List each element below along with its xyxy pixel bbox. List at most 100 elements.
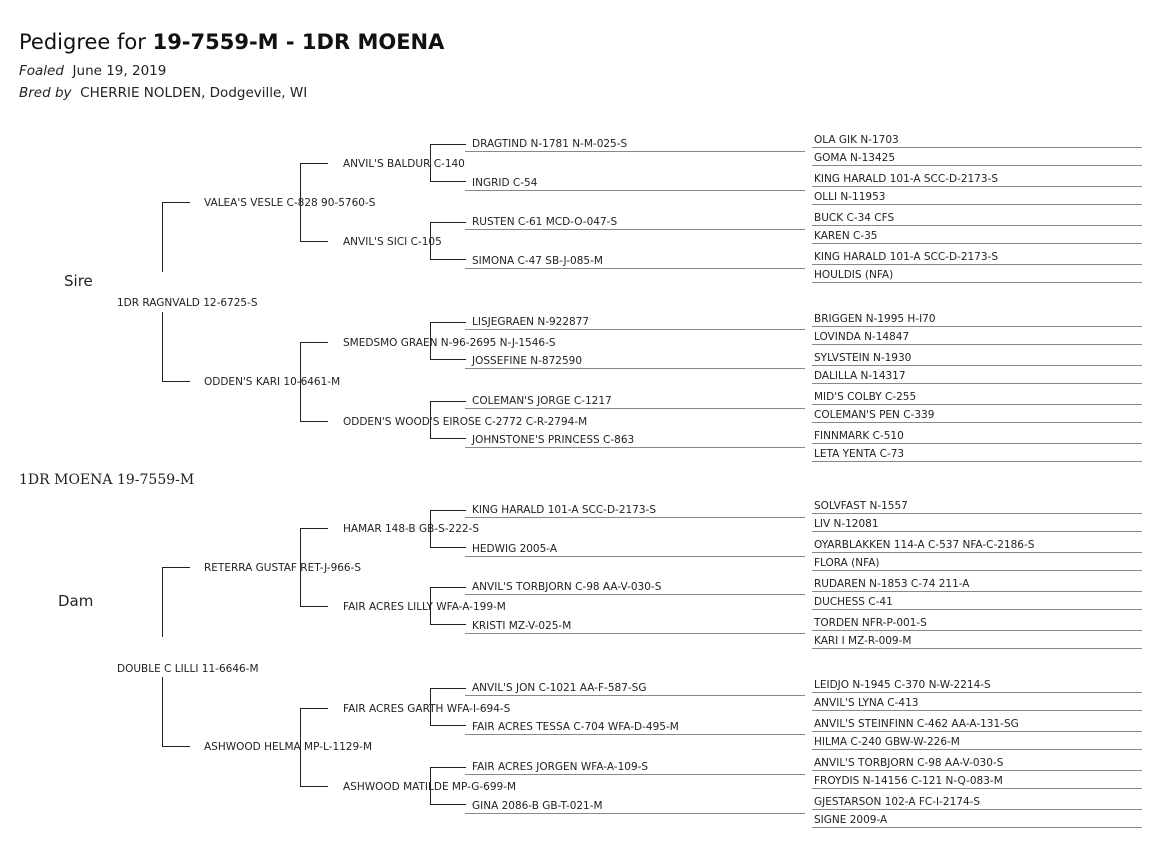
ssd-bracket bbox=[430, 222, 431, 260]
g5-ddss-s[interactable]: LEIDJO N-1945 C-370 N-W-2214-S bbox=[814, 679, 991, 691]
sds-bracket bbox=[430, 322, 431, 360]
g5-ssds-d[interactable]: KAREN C-35 bbox=[814, 230, 878, 242]
ss-name[interactable]: VALEA'S VESLE C-828 90-5760-S bbox=[204, 197, 376, 209]
row-underline bbox=[812, 282, 1142, 283]
g5-dsds-d[interactable]: DUCHESS C-41 bbox=[814, 596, 893, 608]
row-underline bbox=[812, 692, 1142, 693]
row-underline bbox=[465, 229, 805, 230]
g5-ssdd-d[interactable]: HOULDIS (NFA) bbox=[814, 269, 894, 281]
g5-ddsd-d[interactable]: HILMA C-240 GBW-W-226-M bbox=[814, 736, 960, 748]
row-underline bbox=[812, 731, 1142, 732]
sdd-name[interactable]: ODDEN'S WOOD'S EIROSE C-2772 C-R-2794-M bbox=[343, 416, 588, 428]
row-underline bbox=[812, 770, 1142, 771]
row-underline bbox=[812, 204, 1142, 205]
ssdd-name[interactable]: SIMONA C-47 SB-J-085-M bbox=[472, 255, 603, 267]
sire-name[interactable]: 1DR RAGNVALD 12-6725-S bbox=[117, 297, 258, 309]
row-underline bbox=[465, 695, 805, 696]
ssd-name[interactable]: ANVIL'S SICI C-105 bbox=[343, 236, 442, 248]
g5-dssd-d[interactable]: FLORA (NFA) bbox=[814, 557, 880, 569]
bred-by-line: Bred by CHERRIE NOLDEN, Dodgeville, WI bbox=[19, 85, 307, 101]
g5-sdss-d[interactable]: LOVINDA N-14847 bbox=[814, 331, 910, 343]
g5-ddds-d[interactable]: FROYDIS N-14156 C-121 N-Q-083-M bbox=[814, 775, 1003, 787]
g5-sdds-s[interactable]: MID'S COLBY C-255 bbox=[814, 391, 917, 403]
row-underline bbox=[812, 788, 1142, 789]
g5-dsdd-d[interactable]: KARI I MZ-R-009-M bbox=[814, 635, 912, 647]
g5-ddss-d[interactable]: ANVIL'S LYNA C-413 bbox=[814, 697, 919, 709]
bracket-bottom bbox=[430, 438, 466, 439]
row-underline bbox=[465, 151, 805, 152]
g5-sssd-s[interactable]: KING HARALD 101-A SCC-D-2173-S bbox=[814, 173, 999, 185]
row-underline bbox=[465, 517, 805, 518]
g5-ssss-d[interactable]: GOMA N-13425 bbox=[814, 152, 896, 164]
bracket-bottom bbox=[430, 804, 466, 805]
row-underline bbox=[812, 749, 1142, 750]
g5-sdsd-d[interactable]: DALILLA N-14317 bbox=[814, 370, 906, 382]
sdds-name[interactable]: COLEMAN'S JORGE C-1217 bbox=[472, 395, 612, 407]
dds-name[interactable]: FAIR ACRES GARTH WFA-I-694-S bbox=[343, 703, 511, 715]
g5-sdds-d[interactable]: COLEMAN'S PEN C-339 bbox=[814, 409, 935, 421]
row-underline bbox=[812, 609, 1142, 610]
g5-ddsd-s[interactable]: ANVIL'S STEINFINN C-462 AA-A-131-SG bbox=[814, 718, 1019, 730]
ddd-name[interactable]: ASHWOOD MATILDE MP-G-699-M bbox=[343, 781, 517, 793]
dsdd-name[interactable]: KRISTI MZ-V-025-M bbox=[472, 620, 572, 632]
dds-tick bbox=[300, 708, 328, 709]
g5-sdsd-s[interactable]: SYLVSTEIN N-1930 bbox=[814, 352, 912, 364]
g5-dsss-s[interactable]: SOLVFAST N-1557 bbox=[814, 500, 908, 512]
row-underline bbox=[812, 344, 1142, 345]
sds-name[interactable]: SMEDSMO GRAEN N-96-2695 N-J-1546-S bbox=[343, 337, 556, 349]
row-underline bbox=[465, 268, 805, 269]
ddss-name[interactable]: ANVIL'S JON C-1021 AA-F-587-SG bbox=[472, 682, 647, 694]
bracket-top bbox=[430, 587, 466, 588]
g5-ssds-s[interactable]: BUCK C-34 CFS bbox=[814, 212, 895, 224]
row-underline bbox=[812, 648, 1142, 649]
g5-ssdd-s[interactable]: KING HARALD 101-A SCC-D-2173-S bbox=[814, 251, 999, 263]
ddds-name[interactable]: FAIR ACRES JORGEN WFA-A-109-S bbox=[472, 761, 649, 773]
g5-ddds-s[interactable]: ANVIL'S TORBJORN C-98 AA-V-030-S bbox=[814, 757, 1004, 769]
bracket-bottom bbox=[430, 725, 466, 726]
dss-name[interactable]: HAMAR 148-B GB-S-222-S bbox=[343, 523, 480, 535]
bracket-bottom bbox=[430, 547, 466, 548]
g5-dddd-d[interactable]: SIGNE 2009-A bbox=[814, 814, 888, 826]
dam-name[interactable]: DOUBLE C LILLI 11-6646-M bbox=[117, 663, 259, 675]
dddd-name[interactable]: GINA 2086-B GB-T-021-M bbox=[472, 800, 603, 812]
sdd-tick bbox=[300, 421, 328, 422]
g5-sddd-d[interactable]: LETA YENTA C-73 bbox=[814, 448, 905, 460]
row-underline bbox=[465, 368, 805, 369]
dsss-name[interactable]: KING HARALD 101-A SCC-D-2173-S bbox=[472, 504, 657, 516]
dssd-name[interactable]: HEDWIG 2005-A bbox=[472, 543, 558, 555]
row-underline bbox=[465, 408, 805, 409]
ddd-bracket bbox=[430, 767, 431, 805]
dd-name[interactable]: ASHWOOD HELMA MP-L-1129-M bbox=[204, 741, 373, 753]
g5-sssd-d[interactable]: OLLI N-11953 bbox=[814, 191, 886, 203]
ssss-name[interactable]: DRAGTIND N-1781 N-M-025-S bbox=[472, 138, 628, 150]
sddd-name[interactable]: JOHNSTONE'S PRINCESS C-863 bbox=[472, 434, 635, 446]
g5-ssss-s[interactable]: OLA GIK N-1703 bbox=[814, 134, 899, 146]
row-underline bbox=[465, 594, 805, 595]
ds-name[interactable]: RETERRA GUSTAF RET-J-966-S bbox=[204, 562, 362, 574]
sss-tick bbox=[300, 163, 328, 164]
g5-dsdd-s[interactable]: TORDEN NFR-P-001-S bbox=[814, 617, 927, 629]
dss-bracket bbox=[430, 510, 431, 548]
row-underline bbox=[812, 243, 1142, 244]
sss-name[interactable]: ANVIL'S BALDUR C-140 bbox=[343, 158, 465, 170]
row-underline bbox=[812, 827, 1142, 828]
g5-dsss-d[interactable]: LIV N-12081 bbox=[814, 518, 879, 530]
sssd-name[interactable]: INGRID C-54 bbox=[472, 177, 538, 189]
sd-name[interactable]: ODDEN'S KARI 10-6461-M bbox=[204, 376, 341, 388]
ddsd-name[interactable]: FAIR ACRES TESSA C-704 WFA-D-495-M bbox=[472, 721, 679, 733]
g5-dsds-s[interactable]: RUDAREN N-1853 C-74 211-A bbox=[814, 578, 970, 590]
bracket-bottom bbox=[430, 259, 466, 260]
g5-sddd-s[interactable]: FINNMARK C-510 bbox=[814, 430, 904, 442]
sdss-name[interactable]: LISJEGRAEN N-922877 bbox=[472, 316, 590, 328]
g5-dddd-s[interactable]: GJESTARSON 102-A FC-I-2174-S bbox=[814, 796, 981, 808]
g5-sdss-s[interactable]: BRIGGEN N-1995 H-I70 bbox=[814, 313, 936, 325]
dsd-name[interactable]: FAIR ACRES LILLY WFA-A-199-M bbox=[343, 601, 506, 613]
dss-tick bbox=[300, 528, 328, 529]
ssds-name[interactable]: RUSTEN C-61 MCD-O-047-S bbox=[472, 216, 618, 228]
bracket-top bbox=[430, 144, 466, 145]
bracket-bottom bbox=[430, 624, 466, 625]
sdsd-name[interactable]: JOSSEFINE N-872590 bbox=[472, 355, 583, 367]
dam-connector bbox=[162, 567, 163, 637]
g5-dssd-s[interactable]: OYARBLAKKEN 114-A C-537 NFA-C-2186-S bbox=[814, 539, 1035, 551]
dsds-name[interactable]: ANVIL'S TORBJORN C-98 AA-V-030-S bbox=[472, 581, 662, 593]
